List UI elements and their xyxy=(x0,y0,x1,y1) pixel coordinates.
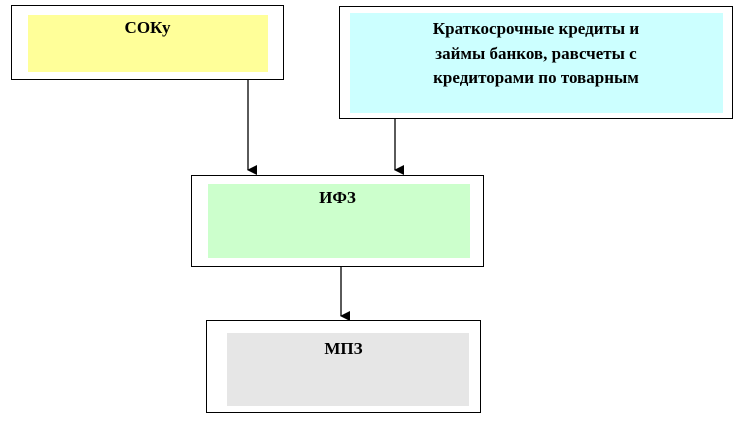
mpz-node: МПЗ xyxy=(206,320,481,413)
soku-label: СОКу xyxy=(124,18,171,37)
ifz-fill xyxy=(208,184,470,258)
ifz-label: ИФЗ xyxy=(319,188,356,207)
mpz-fill xyxy=(227,333,469,406)
soku-fill xyxy=(28,15,268,72)
credits-line-2: займы банков, равсчеты с xyxy=(435,43,637,63)
credits-fill xyxy=(350,13,723,113)
soku-node: СОКу xyxy=(11,5,284,80)
credits-label: Краткосрочные кредиты и займы банков, ра… xyxy=(360,17,712,91)
credits-line-1: Краткосрочные кредиты и xyxy=(432,19,640,38)
mpz-label: МПЗ xyxy=(324,339,363,358)
credits-line-3: кредиторами по товарным xyxy=(433,68,639,87)
credits-node: Краткосрочные кредиты и займы банков, ра… xyxy=(339,6,733,119)
ifz-node: ИФЗ xyxy=(191,175,484,267)
